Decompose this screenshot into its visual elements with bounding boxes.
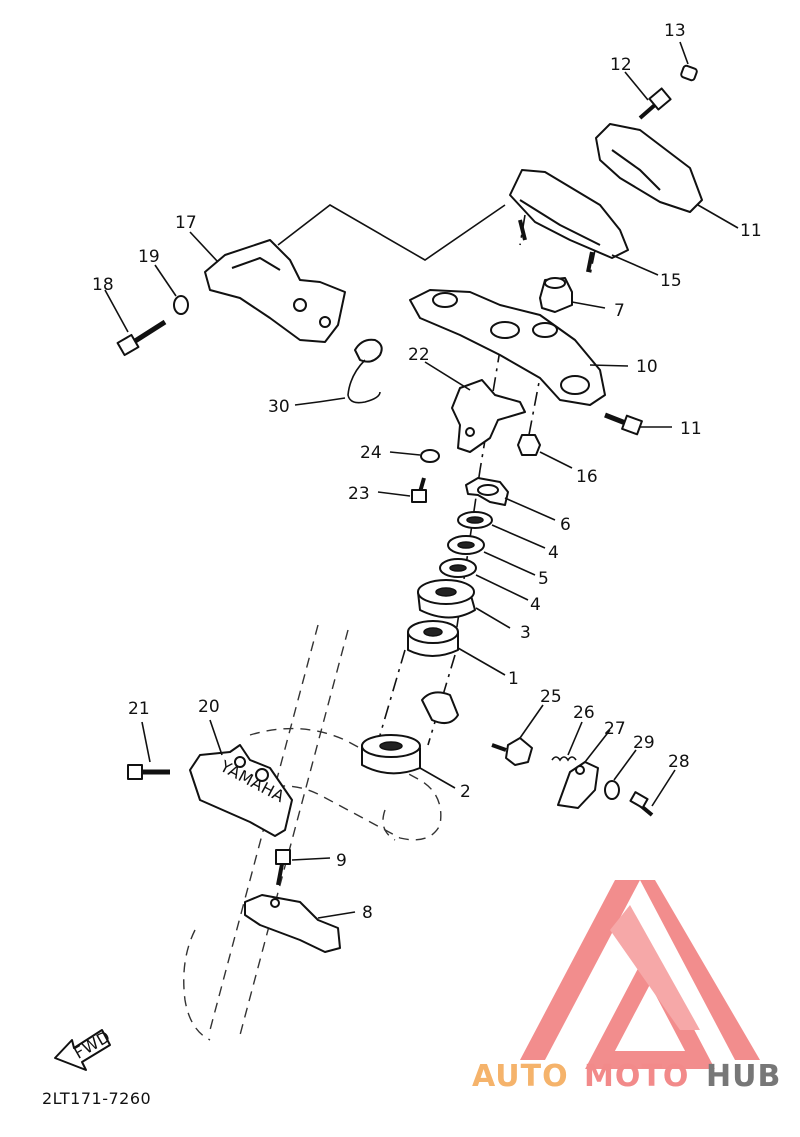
part-28-screw: [629, 769, 676, 817]
callout-15: 15: [660, 271, 682, 291]
part-6-lockwasher: [465, 477, 556, 521]
part-11-bolt: [604, 412, 672, 436]
part-4-ring-nut-lower: [439, 558, 529, 601]
watermark-triangle-logo: [520, 880, 760, 1069]
watermark-brand: AUTO MOTO HUB: [472, 1059, 781, 1094]
callout-27: 27: [604, 719, 626, 739]
part-14-cap: [679, 41, 698, 82]
callout-28: 28: [668, 752, 690, 772]
frame-outline-ghost: [183, 624, 442, 1041]
part-23-bolt: [377, 477, 427, 503]
callout-23: 23: [348, 484, 370, 504]
part-5-washer: [447, 535, 536, 576]
part-19-washer: [154, 264, 189, 315]
part-29-washer: [604, 749, 637, 800]
part-1-bearing: [407, 620, 506, 676]
part-18-bolt: [104, 289, 167, 357]
callout-17: 17: [175, 213, 197, 233]
callout-19: 19: [138, 247, 160, 267]
part-30-clip: [294, 338, 383, 406]
brand-moto: MOTO: [584, 1059, 689, 1094]
part-8-lower-bracket: [244, 894, 356, 953]
callout-16: 16: [576, 467, 598, 487]
part-13-bolt: [624, 71, 672, 120]
part-9-bolt: [275, 849, 331, 886]
callout-21: 21: [128, 699, 150, 719]
part-7-nut: [539, 277, 606, 313]
callout-4b: 4: [530, 595, 541, 615]
brand-hub: HUB: [706, 1059, 781, 1094]
fwd-arrow-icon: FWD: [54, 1027, 114, 1071]
fwd-label: FWD: [71, 1027, 114, 1063]
callout-labels: 13 12 11 17 19 18 15 7 22 10 30 11 24 16…: [92, 21, 762, 923]
part-code: 2LT171-7260: [42, 1089, 151, 1108]
part-15-handlebar-holder: [509, 169, 659, 276]
callout-14: 13: [664, 21, 686, 41]
callout-3: 3: [520, 623, 531, 643]
part-17-handlebar-holder: [189, 231, 346, 343]
part-20-yamaha-bracket: YAMAHA: [189, 719, 293, 837]
part-26-spring: [551, 721, 583, 762]
part-4-ring-nut-upper: [457, 511, 546, 549]
callout-24: 24: [360, 443, 382, 463]
brand-auto: AUTO: [472, 1059, 569, 1094]
pair-link-line: [277, 204, 506, 261]
callout-6: 6: [560, 515, 571, 535]
callout-25: 25: [540, 687, 562, 707]
callout-8: 8: [362, 903, 373, 923]
part-3-dust-seal: [417, 579, 511, 629]
callout-26: 26: [573, 703, 595, 723]
part-10-upper-bracket: [409, 289, 629, 406]
callout-5: 5: [538, 569, 549, 589]
part-16-nut: [517, 434, 573, 469]
callout-13: 12: [610, 55, 632, 75]
callout-7: 7: [614, 301, 625, 321]
callout-20: 20: [198, 697, 220, 717]
callout-1: 1: [508, 669, 519, 689]
callout-22: 22: [408, 345, 430, 365]
center-axis-lines: [379, 214, 596, 746]
part-27-plate: [557, 729, 611, 809]
part-21-bolt: [127, 721, 170, 780]
callout-10: 10: [636, 357, 658, 377]
callout-29: 29: [633, 733, 655, 753]
callout-11: 11: [680, 419, 702, 439]
callout-9: 9: [336, 851, 347, 871]
part-12-handlebar-holder: [595, 123, 739, 229]
part-2-bearing: [361, 734, 456, 789]
callout-4a: 4: [548, 543, 559, 563]
part-24-nut: [389, 449, 440, 463]
callout-12: 11: [740, 221, 762, 241]
part-25-switch: [491, 704, 544, 766]
part-22-bracket: [424, 361, 526, 453]
callout-30: 30: [268, 397, 290, 417]
callout-2: 2: [460, 782, 471, 802]
callout-18: 18: [92, 275, 114, 295]
part-bushing: [421, 691, 459, 725]
